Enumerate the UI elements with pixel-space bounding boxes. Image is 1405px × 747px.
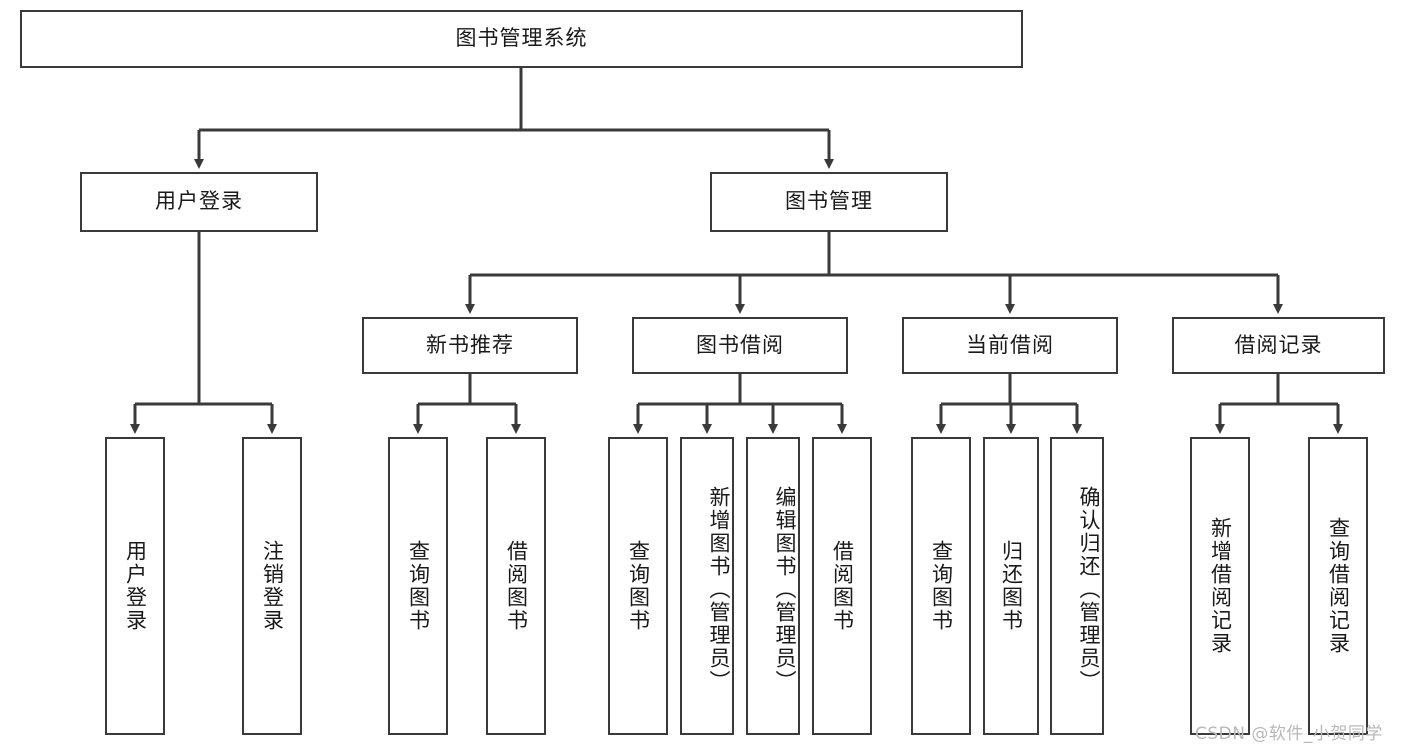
- node-leaf-query-book-current[interactable]: 查询图书: [911, 437, 971, 735]
- node-leaf-edit-book-admin[interactable]: 编辑图书（管理员）: [746, 437, 800, 735]
- node-new-book-recommendation[interactable]: 新书推荐: [362, 317, 578, 374]
- node-book-borrow[interactable]: 图书借阅: [632, 317, 848, 374]
- node-leaf-query-book-recommendation[interactable]: 查询图书: [388, 437, 448, 735]
- edge-group-borrow-record: [1215, 374, 1343, 434]
- node-root[interactable]: 图书管理系统: [20, 10, 1023, 68]
- edge-group-book-manage: [465, 232, 1283, 314]
- node-leaf-return-book[interactable]: 归还图书: [983, 437, 1039, 735]
- node-leaf-add-book-admin[interactable]: 新增图书（管理员）: [680, 437, 734, 735]
- node-leaf-add-borrow-record[interactable]: 新增借阅记录: [1190, 437, 1250, 735]
- node-leaf-user-login[interactable]: 用户登录: [105, 437, 165, 735]
- edge-group-new-book-rec: [413, 374, 521, 434]
- node-leaf-query-borrow-record[interactable]: 查询借阅记录: [1308, 437, 1368, 735]
- node-leaf-borrow-book-recommendation[interactable]: 借阅图书: [486, 437, 546, 735]
- node-leaf-borrow-book[interactable]: 借阅图书: [812, 437, 872, 735]
- edge-group-user-login: [130, 232, 277, 434]
- node-borrow-record[interactable]: 借阅记录: [1172, 317, 1385, 374]
- node-current-borrow[interactable]: 当前借阅: [902, 317, 1118, 374]
- edge-group-current-borrow: [936, 374, 1082, 434]
- csdn-watermark: CSDN @软件_小贺同学: [1195, 724, 1383, 744]
- node-leaf-logout[interactable]: 注销登录: [242, 437, 302, 735]
- node-leaf-query-book-borrow[interactable]: 查询图书: [608, 437, 668, 735]
- node-leaf-confirm-return-admin[interactable]: 确认归还（管理员）: [1050, 437, 1104, 735]
- edge-group-root: [194, 68, 834, 169]
- node-book-manage[interactable]: 图书管理: [710, 172, 948, 232]
- node-user-login[interactable]: 用户登录: [80, 172, 318, 232]
- edge-group-book-borrow: [633, 374, 847, 434]
